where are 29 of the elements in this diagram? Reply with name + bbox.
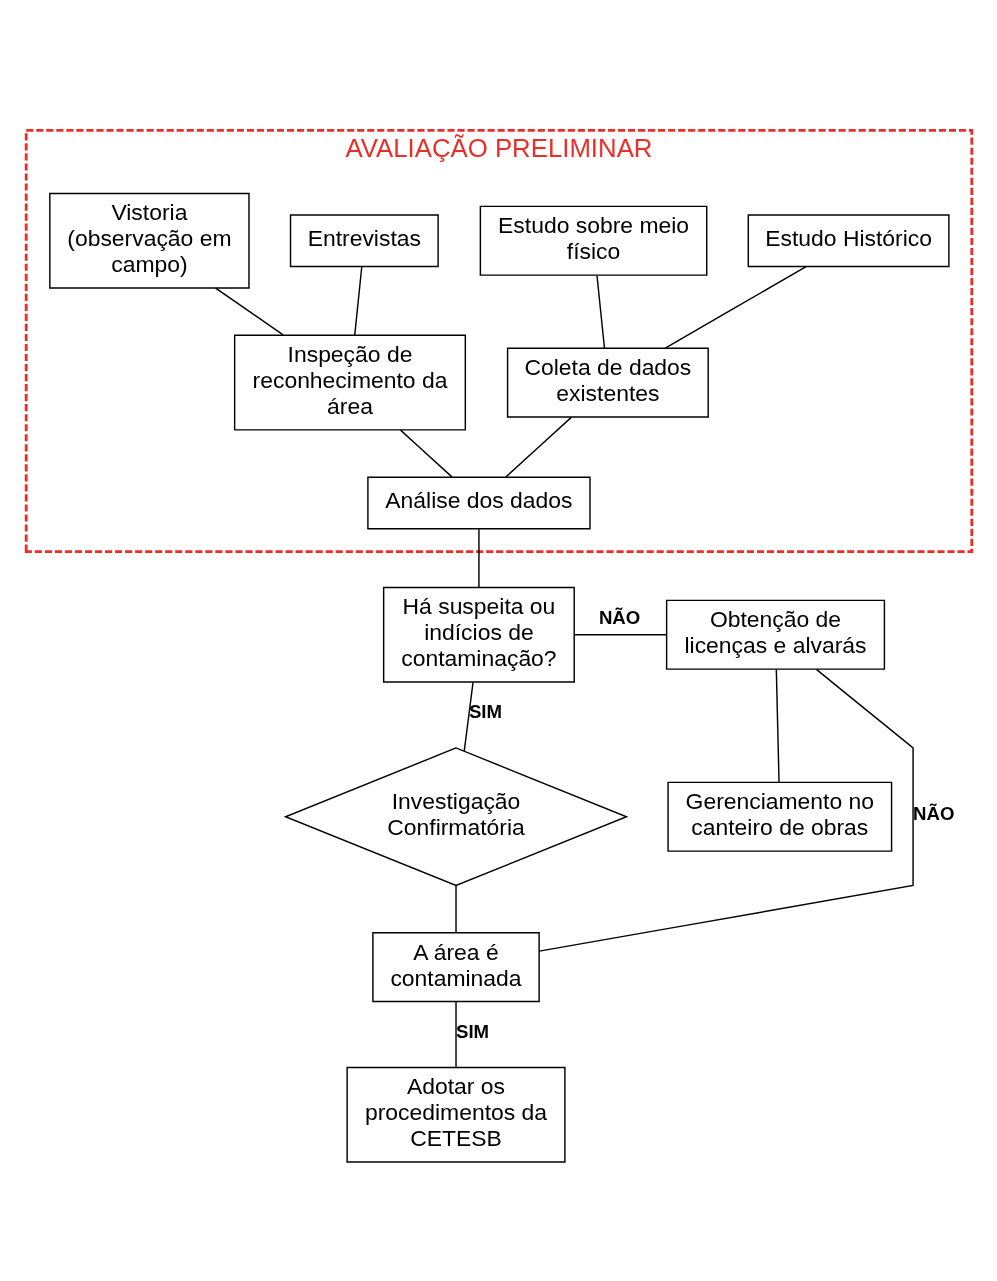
connector <box>664 266 807 349</box>
connector <box>573 634 667 636</box>
edge-label: SIM <box>468 701 502 723</box>
node-box: Coleta de dados existentes <box>506 347 709 418</box>
node-box: Estudo sobre meio físico <box>479 205 707 276</box>
connector <box>538 668 914 952</box>
connector <box>595 275 605 349</box>
connector <box>454 1001 457 1068</box>
connector <box>504 416 572 478</box>
connector <box>463 681 474 752</box>
node-diamond: Investigação Confirmatória <box>283 747 628 887</box>
node-box: Gerenciamento no canteiro de obras <box>666 781 892 852</box>
connector <box>775 668 780 783</box>
connector <box>399 429 453 478</box>
node-box: Estudo Histórico <box>747 214 950 268</box>
edge-label: NÃO <box>598 606 640 628</box>
node-box: Obtenção de licenças e alvarás <box>665 599 885 670</box>
node-box: Inspeção de reconhecimento da área <box>233 334 466 431</box>
node-box: Entrevistas <box>289 214 439 268</box>
connector <box>353 266 362 336</box>
node-box: A área é contaminada <box>371 932 540 1003</box>
node-box: Vistoria (observação em campo) <box>48 192 250 289</box>
connector <box>454 885 457 934</box>
node-box: Análise dos dados <box>366 476 591 530</box>
connector <box>214 287 284 336</box>
node-box: Há suspeita ou indícios de contaminação? <box>382 586 575 683</box>
connector <box>477 528 480 588</box>
node-box: Adotar os procedimentos da CETESB <box>345 1066 566 1163</box>
edge-label: NÃO <box>912 803 954 825</box>
